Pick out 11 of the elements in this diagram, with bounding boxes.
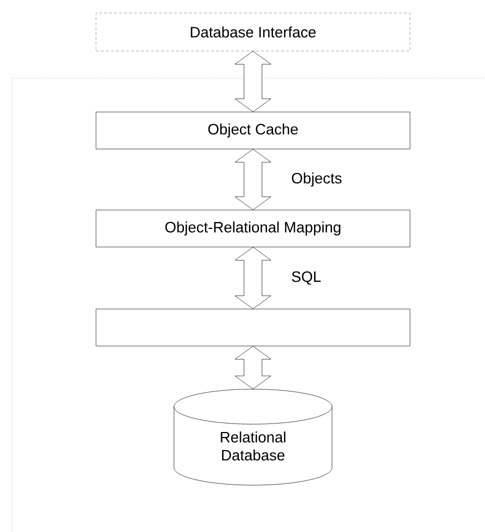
double-arrow [234,149,272,210]
double-arrow [234,346,272,390]
layer-box: Object-Relational Mapping [96,210,410,248]
double-arrow [234,247,272,309]
edge-label: Objects [292,172,342,186]
double-arrow [234,51,272,112]
layer-box: Object Cache [96,112,410,150]
layer-box [96,308,410,346]
layer-box: Database Interface [96,12,410,52]
database-cylinder: Relational Database [174,388,332,486]
edge-label: SQL [292,271,321,285]
